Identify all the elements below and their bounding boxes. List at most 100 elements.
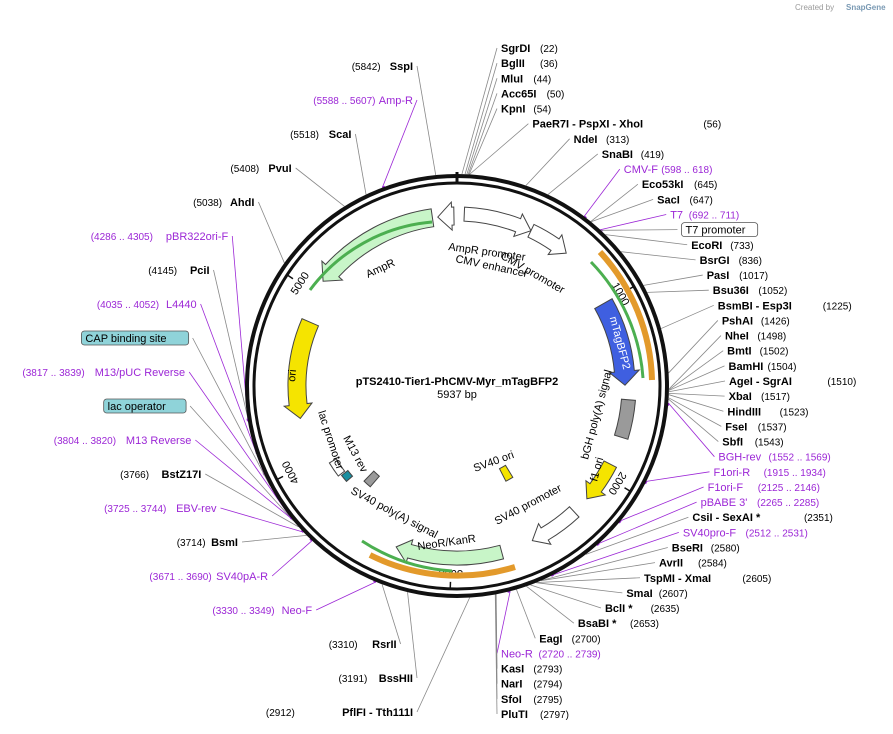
enzyme-label[interactable]: PasI(1017): [707, 270, 768, 282]
enzyme-label[interactable]: NheI(1498): [725, 331, 786, 343]
feature-cmvenh[interactable]: [463, 206, 532, 238]
enzyme-label[interactable]: CMV-F(598 .. 618): [624, 164, 713, 176]
enzyme-label[interactable]: BsmBI - Esp3I(1225): [718, 300, 852, 312]
enzyme-label[interactable]: SnaBI(419): [602, 149, 664, 161]
enzyme-label[interactable]: HindIII(1523): [727, 406, 808, 418]
enzyme-label[interactable]: pBR322ori-F(4286 .. 4305): [91, 231, 229, 243]
enzyme-label[interactable]: BamHI(1504): [729, 361, 797, 373]
enzyme-label[interactable]: M13/pUC Reverse(3817 .. 3839): [22, 367, 185, 379]
enzyme-label[interactable]: AvrII(2584): [659, 558, 727, 570]
feature-sv40polya[interactable]: [363, 470, 381, 488]
feature-amprprom[interactable]: [437, 200, 455, 232]
enzyme-label[interactable]: Bsu36I(1052): [713, 285, 788, 297]
enzyme-name: Eco53kI: [642, 179, 684, 191]
enzyme-label[interactable]: PvuI(5408): [230, 163, 291, 175]
enzyme-label[interactable]: RsrII(3310): [329, 639, 397, 651]
leader-line: [668, 394, 724, 412]
enzyme-label[interactable]: BstZ17I(3766): [120, 469, 201, 481]
enzyme-position: (647): [690, 195, 713, 206]
enzyme-label[interactable]: L4440(4035 .. 4052): [97, 299, 197, 311]
enzyme-label[interactable]: PciI(4145): [148, 265, 209, 277]
enzyme-label[interactable]: T7 promoter: [681, 222, 759, 238]
enzyme-label[interactable]: KpnI(54): [501, 104, 551, 116]
enzyme-label[interactable]: SbfI(1543): [722, 437, 783, 449]
feature-ori[interactable]: [282, 318, 320, 420]
enzyme-position: (2351): [804, 513, 833, 524]
feature-sv40ori[interactable]: [498, 464, 514, 482]
feature-neor[interactable]: [395, 538, 505, 566]
feature-sv40prom[interactable]: [531, 506, 580, 546]
enzyme-name: BsmI: [211, 537, 238, 549]
enzyme-name: Acc65I: [501, 88, 536, 100]
enzyme-label[interactable]: BsaBI *(2653): [578, 618, 659, 630]
enzyme-position: (4145): [148, 266, 177, 277]
enzyme-label[interactable]: MluI(44): [501, 73, 551, 85]
enzyme-label[interactable]: EcoRI(733): [691, 240, 753, 252]
enzyme-label[interactable]: CsiI - SexAI *(2351): [692, 512, 833, 524]
enzyme-label[interactable]: NdeI(313): [574, 134, 630, 146]
enzyme-label[interactable]: BsrGI(836): [700, 255, 762, 267]
inner-label-ori: ori: [286, 369, 299, 382]
enzyme-label[interactable]: BGH-rev(1552 .. 1569): [718, 452, 830, 464]
leader-line: [605, 234, 688, 246]
enzyme-label[interactable]: TspMI - XmaI(2605): [644, 573, 771, 585]
enzyme-label[interactable]: EBV-rev(3725 .. 3744): [104, 503, 217, 515]
enzyme-name: M13 Reverse: [126, 435, 191, 447]
enzyme-label[interactable]: BmtI(1502): [727, 346, 788, 358]
enzyme-label[interactable]: Neo-R(2720 .. 2739): [501, 648, 601, 660]
enzyme-label[interactable]: XbaI(1517): [729, 391, 790, 403]
feature-mtagbfp2[interactable]: [594, 298, 641, 386]
enzyme-label[interactable]: KasI(2793): [501, 664, 562, 676]
enzyme-label[interactable]: PluTI(2797): [501, 709, 569, 721]
enzyme-label[interactable]: BclI *(2635): [605, 603, 680, 615]
enzyme-label[interactable]: BssHII(3191): [338, 673, 413, 685]
enzyme-label[interactable]: Neo-F(3330 .. 3349): [212, 605, 312, 617]
enzyme-label[interactable]: FseI(1537): [725, 421, 786, 433]
leader-line: [195, 439, 293, 520]
enzyme-label[interactable]: PshAI(1426): [722, 315, 790, 327]
enzyme-position: (1510): [827, 377, 856, 388]
enzyme-label[interactable]: SfoI(2795): [501, 694, 562, 706]
enzyme-label[interactable]: BsmI (3714): [177, 537, 238, 549]
enzyme-label[interactable]: BglII(36): [501, 58, 558, 70]
leader-line: [590, 183, 639, 222]
enzyme-position: (2794): [533, 680, 562, 691]
feature-cmvprom[interactable]: [527, 223, 567, 256]
feature-m13rev[interactable]: [340, 469, 354, 483]
enzyme-label[interactable]: Amp-R(5588 .. 5607): [313, 95, 413, 107]
enzyme-label[interactable]: F1ori-F(2125 .. 2146): [708, 482, 820, 494]
enzyme-label[interactable]: SmaI(2607): [626, 588, 687, 600]
enzyme-label[interactable]: SV40pro-F(2512 .. 2531): [683, 527, 808, 539]
enzyme-label[interactable]: SV40pA-R(3671 .. 3690): [149, 571, 268, 583]
enzyme-label[interactable]: BseRI(2580): [672, 543, 740, 555]
enzyme-label[interactable]: Eco53kI(645): [642, 179, 718, 191]
enzyme-label[interactable]: NarI(2794): [501, 679, 562, 691]
enzyme-position: (50): [547, 89, 565, 100]
enzyme-label[interactable]: SacI(647): [657, 194, 713, 206]
enzyme-label[interactable]: PaeR7I - PspXI - XhoI(56): [532, 119, 721, 131]
enzyme-label[interactable]: EagI(2700): [539, 633, 600, 645]
enzyme-label[interactable]: SspI(5842): [352, 61, 413, 73]
enzyme-label[interactable]: lac operator: [103, 398, 187, 414]
feature-bgh[interactable]: [613, 398, 636, 440]
enzyme-label[interactable]: M13 Reverse(3804 .. 3820): [54, 435, 192, 447]
enzyme-label[interactable]: PflFI - Tth111I(2912): [266, 707, 413, 719]
feature-f1ori[interactable]: [585, 460, 618, 500]
enzyme-label[interactable]: Acc65I (50): [501, 88, 564, 100]
enzyme-label[interactable]: pBABE 3'(2265 .. 2285): [701, 497, 820, 509]
tick-label: 4000: [280, 459, 302, 486]
enzyme-label[interactable]: AgeI - SgrAI(1510): [729, 376, 856, 388]
enzyme-label[interactable]: CAP binding site: [81, 330, 190, 346]
enzyme-position: (3817 .. 3839): [22, 368, 84, 379]
enzyme-name: BssHII: [379, 673, 413, 685]
enzyme-label[interactable]: T7(692 .. 711): [670, 210, 739, 222]
enzyme-label[interactable]: SgrDI(22): [501, 43, 558, 55]
leader-line: [647, 289, 709, 293]
enzyme-label[interactable]: ScaI(5518): [290, 129, 351, 141]
feature-lacprom[interactable]: [328, 458, 346, 477]
enzyme-name: BsmBI - Esp3I: [718, 300, 792, 312]
enzyme-label[interactable]: F1ori-R(1915 .. 1934): [714, 467, 826, 479]
enzyme-name: Bsu36I: [713, 285, 749, 297]
enzyme-label[interactable]: AhdI(5038): [193, 197, 254, 209]
enzyme-position: (3714): [177, 538, 206, 549]
